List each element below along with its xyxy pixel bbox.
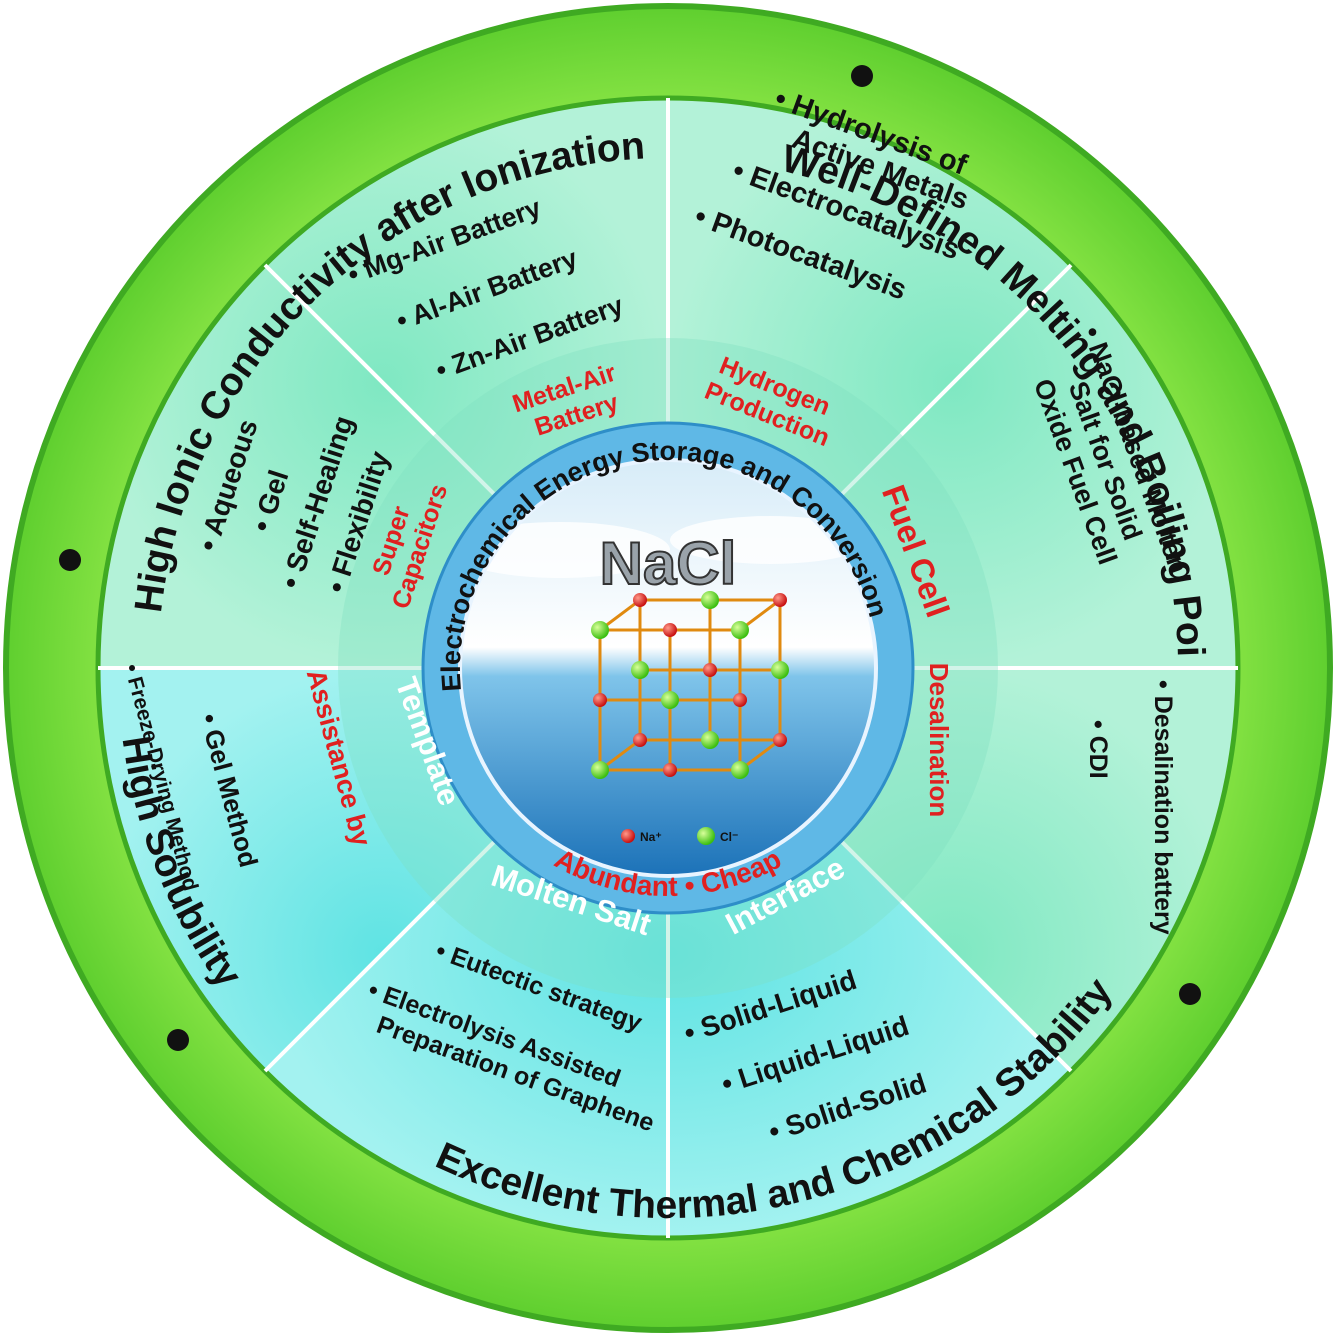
cl-legend-label: Cl⁻	[720, 830, 738, 844]
na-legend-label: Na⁺	[640, 830, 662, 844]
sector-desalination-items: • Desalination battery • CDI	[1084, 680, 1177, 935]
list-item: • Desalination battery	[1149, 680, 1177, 935]
outer-bullets	[59, 65, 1201, 1051]
atom-legend: Na⁺ Cl⁻	[621, 827, 738, 845]
category-metal-air: Metal-Air Battery	[509, 356, 635, 445]
crystal-atoms	[591, 591, 789, 779]
category-desalination: Desalination	[924, 663, 954, 818]
center-title: NaCl	[600, 530, 737, 597]
sector-dividers	[98, 98, 1238, 1238]
bullet-separator: •	[676, 869, 704, 902]
na-legend-icon	[621, 829, 635, 843]
cl-legend-icon	[697, 827, 715, 845]
list-item: • CDI	[1084, 720, 1112, 779]
